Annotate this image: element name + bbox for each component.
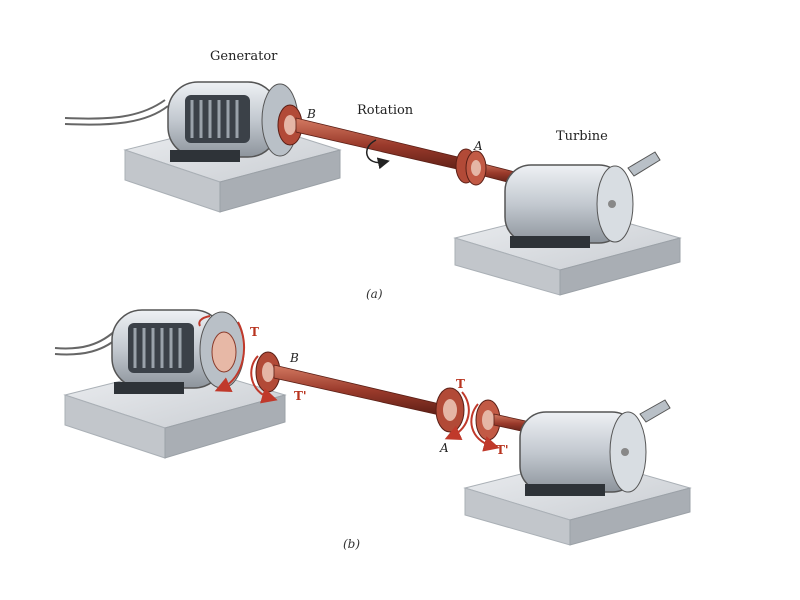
point-a-label-b: A	[439, 441, 449, 455]
generator-b	[111, 309, 245, 394]
torque-t-prime-a-label: T'	[496, 443, 509, 457]
power-cable-a	[64, 99, 166, 120]
figure-b: T T' B T A T' (b)	[54, 309, 692, 551]
rotation-label: Rotation	[357, 103, 414, 118]
coupling-a-left-b	[435, 387, 465, 433]
figure-a: Generator Rotation Turbine B A (a)	[64, 49, 682, 301]
torque-t-prime-b-label: T'	[294, 389, 307, 403]
torque-t-a-label: T	[456, 377, 465, 391]
turbine-a	[504, 151, 661, 248]
rotation-arrow	[366, 139, 390, 170]
torque-arrow-a-reaction	[470, 403, 500, 452]
coupling-a-right-b	[475, 399, 501, 441]
torque-arrow-generator	[214, 321, 245, 392]
turbine-label: Turbine	[556, 129, 608, 144]
torque-t-generator-label: T	[250, 325, 259, 339]
torque-arrow-a	[444, 391, 470, 441]
point-b-label-b: B	[289, 351, 299, 365]
caption-a: (a)	[366, 287, 383, 301]
torque-arrow-b-reaction	[250, 355, 278, 404]
generator-label: Generator	[210, 49, 278, 64]
caption-b: (b)	[343, 537, 360, 551]
turbine-b	[519, 399, 671, 496]
coupling-a-a	[455, 148, 487, 186]
point-b-label-a: B	[306, 107, 316, 121]
generator-a	[167, 81, 299, 162]
point-a-label-a: A	[473, 139, 483, 153]
